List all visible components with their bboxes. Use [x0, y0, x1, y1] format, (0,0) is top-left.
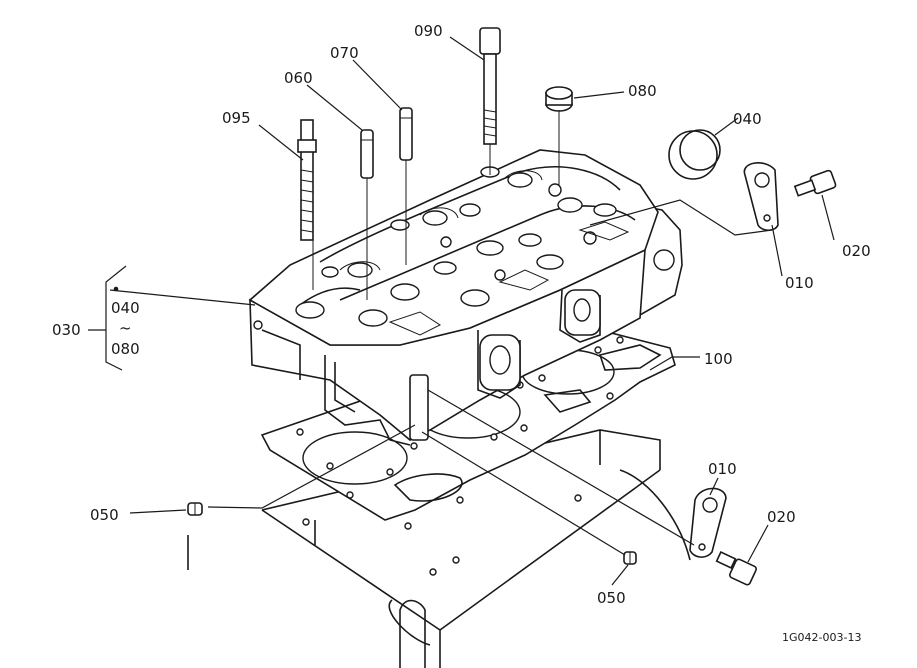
- leader-lines: [109, 36, 835, 586]
- head-bolt-090: [479, 27, 501, 145]
- dowel-050-left: [187, 502, 203, 516]
- cylinder-head: [248, 149, 683, 446]
- label-010-top: 010: [785, 274, 814, 292]
- label-080: 080: [628, 82, 657, 100]
- label-030: 030: [52, 321, 81, 339]
- label-070: 070: [330, 44, 359, 62]
- label-090: 090: [414, 22, 443, 40]
- drawing-id: 1G042-003-13: [782, 631, 861, 644]
- label-030-tilde: ~: [119, 319, 132, 337]
- label-030-to: 080: [111, 340, 140, 358]
- plug-040: [668, 129, 721, 180]
- label-040: 040: [733, 110, 762, 128]
- bolt-020-top: [793, 169, 837, 197]
- valve-guide-070: [399, 107, 413, 161]
- valve-guide-060: [360, 129, 374, 179]
- hanger-010-top: [743, 162, 779, 232]
- stud-095: [297, 119, 317, 241]
- label-020-top: 020: [842, 242, 871, 260]
- label-050-bottom: 050: [597, 589, 626, 607]
- hanger-010-bottom: [689, 487, 727, 558]
- label-095: 095: [222, 109, 251, 127]
- label-100: 100: [704, 350, 733, 368]
- label-020-bottom: 020: [767, 508, 796, 526]
- dowel-050-bottom: [623, 551, 637, 565]
- bolt-020-bottom: [715, 551, 758, 586]
- part-labels: 095 060 070 090 080 040 010 020 030 040 …: [52, 22, 871, 644]
- label-050-left: 050: [90, 506, 119, 524]
- bracket-030: [88, 265, 127, 371]
- seal-080: [545, 86, 573, 112]
- label-030-from: 040: [111, 299, 140, 317]
- label-010-bottom: 010: [708, 460, 737, 478]
- label-060: 060: [284, 69, 313, 87]
